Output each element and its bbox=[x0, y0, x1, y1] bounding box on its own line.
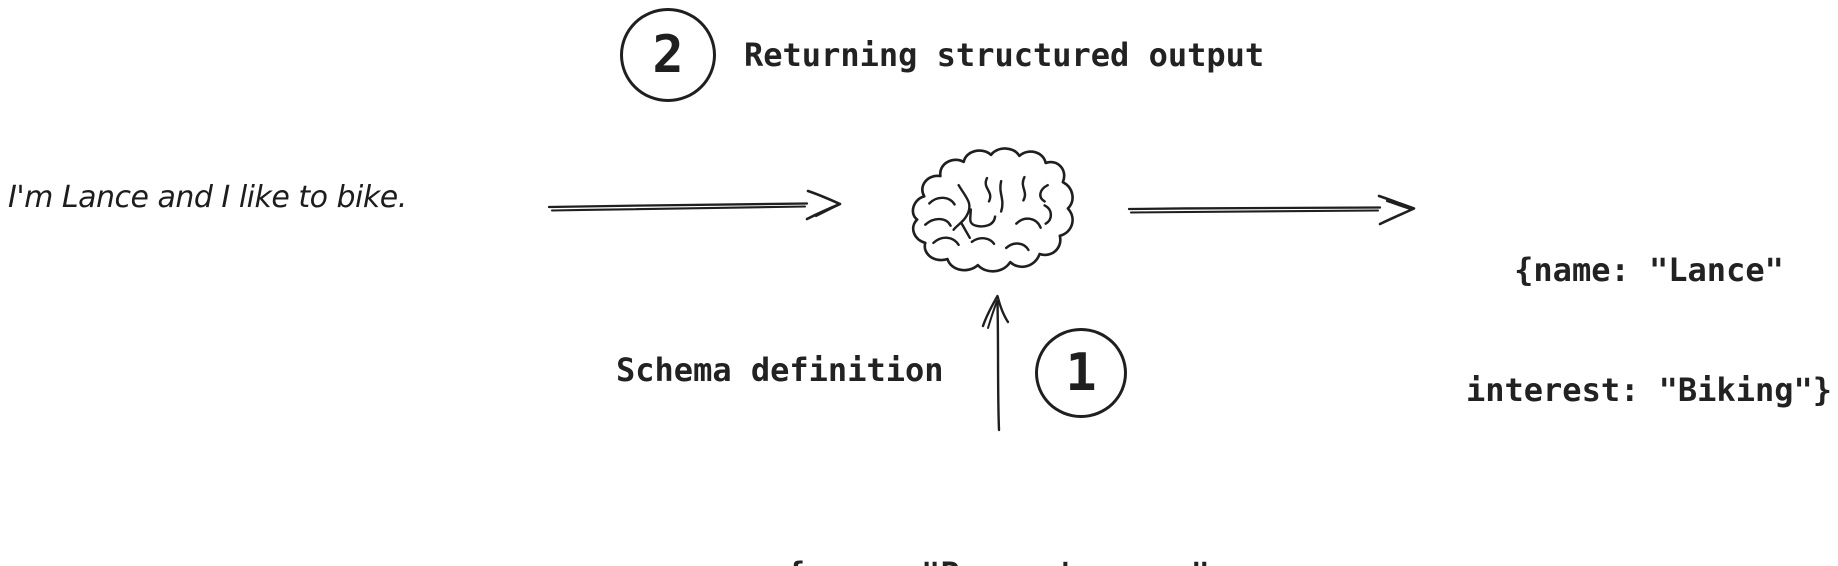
arrow-up-schema-icon bbox=[981, 294, 1010, 432]
output-json-line1: {name: "Lance" bbox=[1514, 251, 1784, 289]
schema-json-line1: {name: "Person's name" bbox=[678, 556, 1318, 566]
step-1-label: Schema definition bbox=[616, 351, 944, 389]
brain-icon bbox=[911, 147, 1074, 273]
input-sentence: I'm Lance and I like to bike. bbox=[8, 180, 407, 215]
step-1-number: 1 bbox=[1065, 343, 1097, 403]
schema-json: {name: "Person's name" interest: "Person… bbox=[678, 482, 1318, 566]
step-1-badge: 1 bbox=[1035, 328, 1127, 418]
output-json-line2: interest: "Biking"} bbox=[1465, 371, 1833, 409]
arrow-right-input-icon bbox=[547, 189, 842, 221]
step-2-badge: 2 bbox=[620, 8, 716, 102]
step-2-number: 2 bbox=[652, 25, 684, 85]
arrow-right-output-icon bbox=[1127, 194, 1416, 226]
step-2-label: Returning structured output bbox=[744, 36, 1265, 74]
output-json: {name: "Lance" interest: "Biking"} bbox=[1449, 170, 1838, 490]
